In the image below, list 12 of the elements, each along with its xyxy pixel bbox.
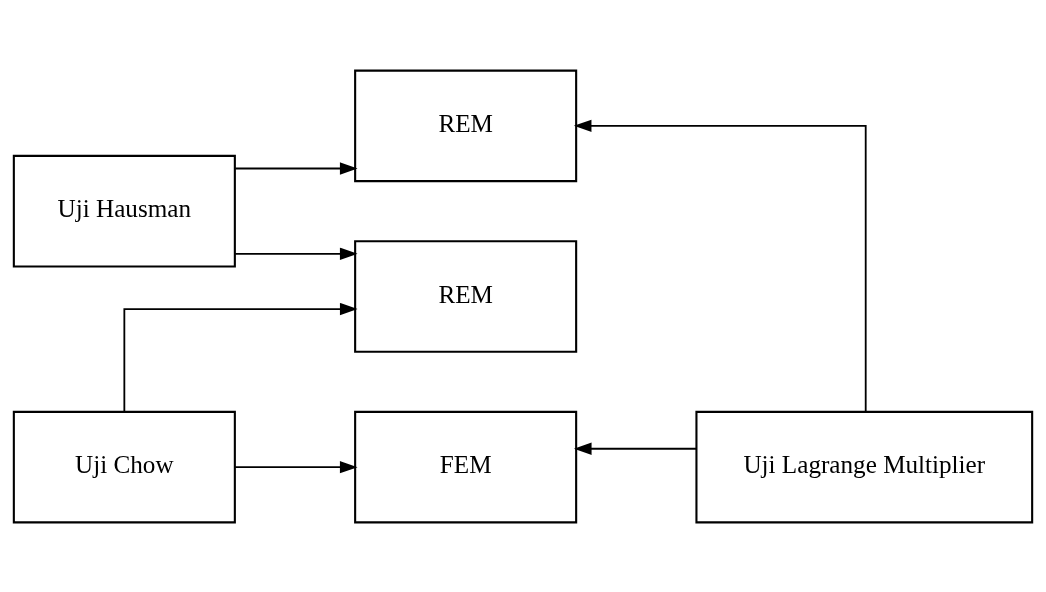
arrow: [234, 247, 358, 260]
node-box: REM: [354, 69, 578, 182]
node-box: Uji Lagrange Multiplier: [695, 410, 1034, 523]
arrow: [234, 460, 358, 473]
arrow: [573, 442, 698, 455]
node-box: REM: [354, 239, 578, 353]
node-box: FEM: [354, 410, 578, 523]
arrow: [123, 302, 358, 413]
node-box: Uji Hausman: [12, 154, 236, 267]
node-box: Uji Chow: [12, 410, 236, 523]
arrow: [573, 119, 867, 412]
arrow: [234, 161, 358, 175]
